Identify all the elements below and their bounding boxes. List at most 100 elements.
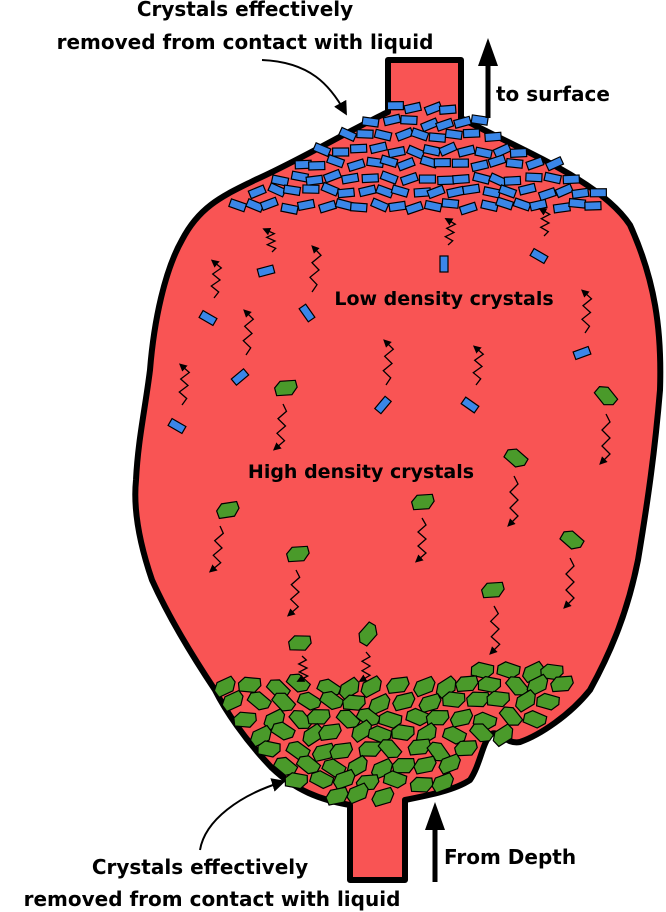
high-density-crystal	[271, 692, 297, 712]
high-density-crystal	[351, 719, 373, 744]
high-density-crystal	[296, 691, 323, 711]
low-density-crystal	[544, 155, 565, 172]
low-density-crystal	[554, 183, 574, 199]
from-depth-label: From Depth	[444, 845, 576, 869]
low-density-crystal	[386, 101, 405, 111]
high-density-crystal	[496, 661, 521, 680]
high-density-crystal	[318, 723, 342, 741]
high-density-crystal	[270, 721, 296, 741]
low-density-crystal	[374, 184, 395, 199]
low-density-crystal	[388, 200, 407, 213]
low-density-crystal	[584, 201, 602, 211]
low-density-crystal	[373, 395, 393, 415]
high-density-crystal	[316, 678, 342, 698]
high-density-crystal	[360, 675, 382, 699]
high-density-crystal	[382, 770, 408, 789]
low-density-crystal	[296, 198, 316, 212]
low-density-crystal	[198, 309, 218, 327]
high-density-label: High density crystals	[248, 461, 474, 483]
low-density-crystal	[437, 175, 455, 186]
to-surface-label: to surface	[496, 82, 610, 106]
settling-path-arrow	[296, 655, 310, 682]
high-density-crystal	[221, 689, 244, 713]
low-density-crystal	[396, 156, 416, 172]
top-note-line1: Crystals effectively	[137, 0, 353, 21]
low-density-crystal	[452, 173, 470, 185]
low-density-crystal	[460, 396, 480, 414]
low-density-crystal	[340, 172, 360, 185]
high-density-crystal	[522, 710, 548, 729]
high-density-crystal	[377, 739, 403, 759]
low-density-crystal	[270, 174, 290, 187]
low-density-crystal	[451, 158, 470, 168]
low-density-crystal	[361, 173, 380, 184]
high-density-crystal	[273, 379, 298, 397]
low-density-crystal	[403, 101, 423, 115]
low-density-crystal	[428, 132, 447, 143]
low-density-crystal	[435, 117, 455, 132]
low-density-crystal	[509, 147, 528, 158]
low-density-crystal	[167, 417, 187, 435]
low-density-crystal	[346, 158, 366, 173]
low-density-crystal	[474, 146, 493, 160]
low-density-label: Low density crystals	[334, 288, 553, 310]
high-density-crystal	[486, 690, 511, 708]
high-density-crystal	[559, 530, 585, 550]
low-density-crystal	[419, 117, 440, 133]
high-density-crystal-pile	[213, 660, 574, 808]
high-density-crystal	[392, 691, 416, 712]
high-density-crystal	[288, 635, 312, 651]
settling-path-arrow	[414, 517, 427, 563]
low-density-crystal	[487, 153, 507, 169]
high-density-crystal	[346, 782, 369, 805]
low-density-crystal	[562, 174, 581, 185]
high-density-crystal	[413, 755, 437, 775]
low-density-crystal	[325, 153, 346, 169]
low-density-crystal	[517, 182, 537, 196]
settling-path-arrow	[178, 363, 191, 406]
low-density-crystal	[480, 199, 499, 213]
low-density-crystal	[337, 187, 356, 199]
low-density-crystal	[552, 202, 572, 214]
low-density-crystal	[308, 160, 326, 171]
low-density-crystal	[461, 183, 481, 196]
low-density-crystal	[537, 186, 557, 202]
low-density-crystal	[298, 303, 316, 323]
high-density-crystal	[550, 675, 574, 693]
low-density-crystal-pile	[228, 101, 608, 216]
high-density-crystal	[477, 675, 502, 694]
low-density-crystal	[433, 158, 451, 168]
top-note-pointer-arrow	[261, 59, 347, 116]
low-density-crystal	[361, 116, 380, 128]
high-density-crystal	[413, 675, 436, 698]
settling-path-arrow	[443, 218, 457, 246]
high-density-crystal	[480, 581, 505, 599]
high-density-crystal	[257, 740, 281, 758]
high-density-crystal	[515, 689, 536, 713]
low-density-crystal	[568, 197, 587, 209]
low-density-crystal	[358, 184, 377, 198]
low-density-crystal	[369, 141, 388, 155]
low-density-crystal	[470, 159, 490, 173]
low-density-crystal	[505, 157, 524, 169]
high-density-crystal	[306, 709, 331, 725]
low-density-crystal	[312, 142, 332, 158]
low-density-crystal	[492, 142, 512, 159]
high-density-crystal	[288, 709, 314, 730]
low-density-crystal	[305, 174, 324, 186]
low-density-crystal	[525, 172, 543, 183]
low-density-crystal	[399, 171, 420, 187]
low-density-crystal	[390, 184, 410, 198]
low-density-crystal	[317, 199, 338, 214]
low-density-crystal	[404, 200, 424, 216]
bottom-note-line1: Crystals effectively	[92, 855, 308, 879]
low-density-crystal	[484, 131, 503, 143]
high-density-crystal	[371, 786, 395, 808]
low-density-crystal	[369, 197, 390, 213]
high-density-crystal	[318, 690, 345, 711]
low-density-crystal	[282, 184, 302, 197]
high-density-crystal	[309, 770, 335, 790]
low-density-crystal	[400, 115, 418, 126]
settling-path-arrow	[599, 413, 611, 465]
